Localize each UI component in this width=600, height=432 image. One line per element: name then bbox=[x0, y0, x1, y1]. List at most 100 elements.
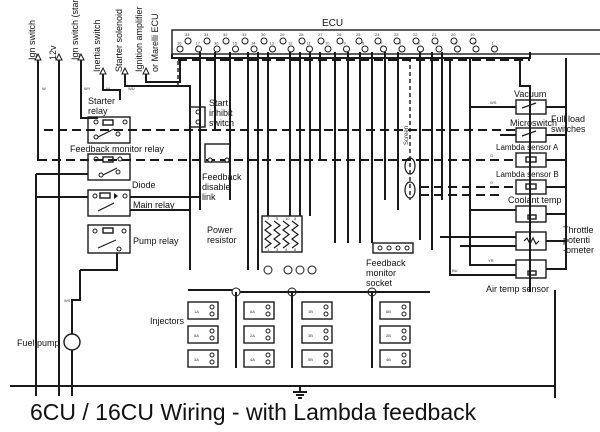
ecu-pin-number: 5 bbox=[418, 41, 421, 46]
label-inertia-switch: Inertia switch bbox=[92, 19, 102, 72]
injector-pin bbox=[209, 304, 215, 310]
ground-bus bbox=[10, 385, 555, 399]
ecu-pin-number: 1 bbox=[492, 41, 495, 46]
relay-pin bbox=[117, 156, 123, 162]
pump-relay: Pump relay bbox=[87, 224, 179, 254]
ecu-pin-number: 25 bbox=[356, 32, 361, 37]
link-pin bbox=[207, 157, 213, 163]
pump-relay-label: Pump relay bbox=[133, 236, 179, 246]
arrow-icon bbox=[55, 52, 63, 61]
sensor-feed bbox=[519, 58, 531, 92]
input-labels: Ign switch 12v Ign switch (start) Inerti… bbox=[27, 0, 160, 72]
injector-pin bbox=[265, 335, 271, 341]
injector-box bbox=[243, 349, 275, 368]
feedback-monitor-relay bbox=[87, 153, 131, 181]
injector-pin bbox=[401, 304, 407, 310]
feedback-disable-label-3: link bbox=[202, 192, 216, 202]
arrow-icon bbox=[142, 66, 150, 75]
injector-pin bbox=[323, 304, 329, 310]
main-relay-box bbox=[87, 189, 131, 217]
ecu-pin bbox=[241, 37, 249, 45]
fuel-pump: Fuel pump WS bbox=[17, 298, 81, 396]
sensor-element-icon bbox=[527, 270, 537, 276]
screen-loop-icon bbox=[404, 157, 416, 175]
relay-pin bbox=[93, 119, 99, 125]
wire-code: BU bbox=[452, 268, 458, 273]
wire-ign-amp bbox=[145, 58, 181, 83]
ecu-pin bbox=[317, 37, 325, 45]
injector-box bbox=[187, 301, 219, 320]
ecu-outline bbox=[171, 29, 600, 55]
feedback-relay-box bbox=[87, 153, 131, 181]
ecu-pin-number: 12 bbox=[288, 41, 293, 46]
main-relay-label: Main relay bbox=[133, 200, 175, 210]
feedback-disable-label: Feedback bbox=[202, 172, 242, 182]
ecu-pin bbox=[454, 45, 461, 53]
wire-code: W bbox=[42, 86, 46, 91]
injector-pin bbox=[323, 359, 329, 365]
injector-pin bbox=[401, 359, 407, 365]
injector-label: 5A bbox=[194, 333, 199, 338]
wire-code: WS bbox=[64, 298, 71, 303]
relay-contact bbox=[97, 202, 115, 212]
ecu-pin-number: 8 bbox=[362, 41, 365, 46]
wire-code: YR bbox=[488, 258, 494, 263]
ecu-label: ECU bbox=[322, 18, 343, 29]
relay-pin bbox=[122, 193, 128, 199]
arrow-icon bbox=[34, 52, 42, 61]
throttle-label-2: potenti bbox=[563, 235, 590, 245]
injector-label: 4B bbox=[386, 357, 391, 362]
wire-code: WY bbox=[84, 86, 91, 91]
lambda-b-label: Lambda sensor B bbox=[496, 170, 559, 179]
throttle-label: Throttle bbox=[563, 225, 594, 235]
injector-label: 3B bbox=[308, 333, 313, 338]
injector-label: 2A bbox=[250, 333, 255, 338]
screen-cable: Screen bbox=[404, 58, 416, 200]
resistor-coil-icon bbox=[264, 220, 272, 249]
ecu-pin bbox=[213, 45, 221, 53]
injector-pin bbox=[265, 304, 271, 310]
start-inhibit-label: Start bbox=[209, 98, 229, 108]
ecu-pin bbox=[324, 45, 332, 53]
injector-pin bbox=[323, 352, 329, 358]
socket-label-3: socket bbox=[366, 278, 393, 288]
pump-wire bbox=[80, 253, 118, 271]
wire bbox=[449, 58, 516, 276]
ecu-pin-number: 16 bbox=[177, 41, 182, 46]
resistor-pin-number: 7 bbox=[267, 216, 270, 221]
injectors-label: Injectors bbox=[150, 316, 185, 326]
ecu-pin bbox=[343, 45, 350, 53]
injector-box bbox=[301, 349, 333, 368]
relay-coil-icon bbox=[102, 227, 114, 234]
ecu-pin bbox=[269, 45, 276, 53]
potentiometer-icon bbox=[523, 236, 540, 246]
fuel-pump-icon bbox=[63, 333, 81, 351]
arrow-icon bbox=[121, 66, 129, 75]
wire-code: WU bbox=[128, 86, 135, 91]
ecu-pin-number: 4 bbox=[436, 41, 439, 46]
injector-pin bbox=[209, 328, 215, 334]
ecu-pin bbox=[431, 37, 439, 45]
input-wires: W WY W WU bbox=[34, 52, 191, 396]
ecu-pin bbox=[435, 45, 443, 53]
injector-box bbox=[301, 301, 333, 320]
main-relay: Main relay bbox=[87, 189, 175, 217]
socket-pin bbox=[404, 245, 410, 251]
injector-pin bbox=[209, 311, 215, 317]
wire-inertia bbox=[102, 72, 121, 100]
connector-icon bbox=[283, 265, 293, 275]
feedback-monitor-relay-label: Feedback monitor relay bbox=[70, 144, 165, 154]
switch-contact-icon bbox=[521, 102, 537, 109]
ecu-pin bbox=[222, 37, 230, 45]
relay-contact bbox=[102, 167, 118, 176]
injector-label: 1B bbox=[308, 309, 313, 314]
label-starter-solenoid: Starter solenoid bbox=[114, 9, 124, 72]
ecu-pin bbox=[232, 45, 239, 53]
ecu-pin-number: 20 bbox=[451, 32, 456, 37]
starter-relay: Starter relay bbox=[87, 96, 131, 144]
label-12v: 12v bbox=[48, 45, 58, 60]
ecu-pin-number: 14 bbox=[251, 41, 256, 46]
air-temp-label: Air temp sensor bbox=[486, 284, 549, 294]
